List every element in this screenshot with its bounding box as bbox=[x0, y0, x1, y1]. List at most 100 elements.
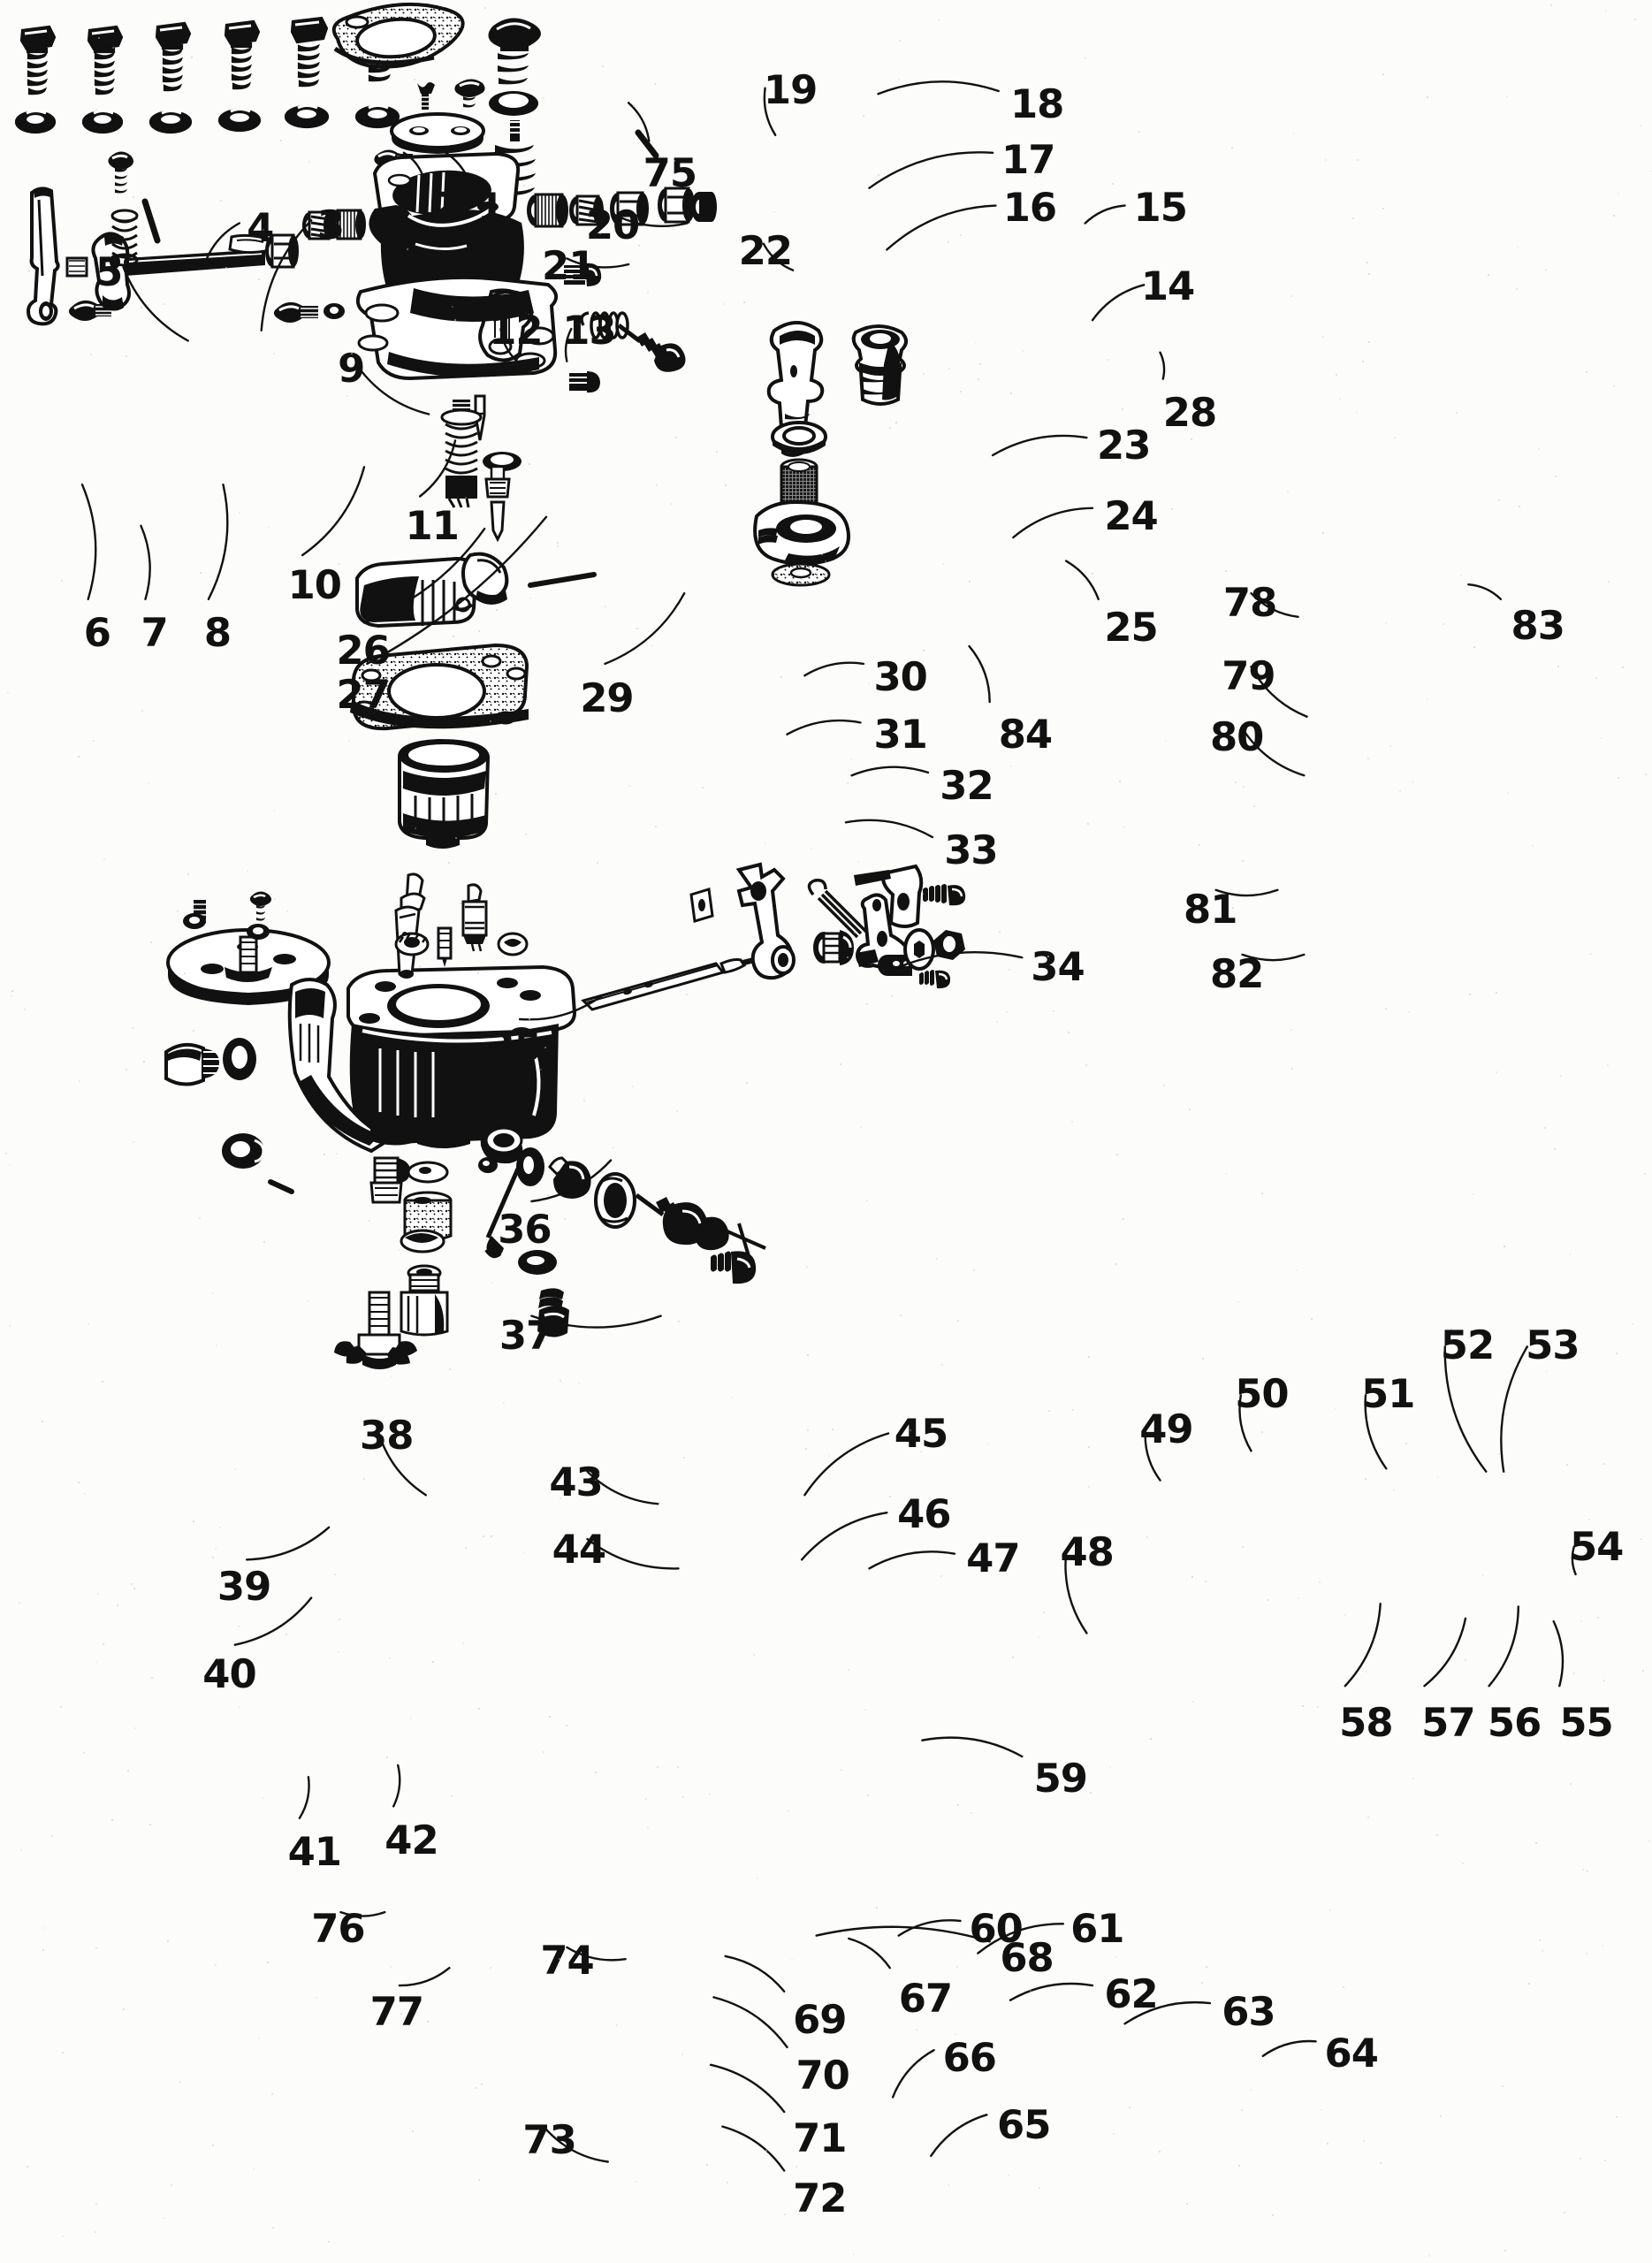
carburetor-fuel-bowl-art bbox=[287, 964, 577, 1164]
callout-number-18: 18 bbox=[1009, 80, 1064, 128]
paper-speck bbox=[1115, 1263, 1117, 1265]
paper-speck bbox=[686, 994, 688, 995]
paper-speck bbox=[164, 2217, 165, 2219]
paper-speck bbox=[1090, 1792, 1092, 1794]
paper-speck bbox=[60, 1706, 62, 1708]
paper-speck bbox=[832, 1429, 834, 1430]
paper-speck bbox=[1068, 1032, 1070, 1033]
paper-speck bbox=[1356, 412, 1358, 414]
paper-speck bbox=[216, 1345, 217, 1346]
paper-speck bbox=[683, 1457, 685, 1459]
paper-speck bbox=[784, 2213, 786, 2215]
paper-speck bbox=[1159, 2151, 1161, 2153]
paper-speck bbox=[1535, 1842, 1537, 1844]
paper-speck bbox=[132, 1027, 133, 1029]
paper-speck bbox=[273, 353, 275, 354]
paper-speck bbox=[123, 2008, 125, 2010]
paper-speck bbox=[219, 1527, 221, 1528]
paper-speck bbox=[891, 995, 893, 997]
callout-number-1: 1 bbox=[476, 183, 505, 231]
paper-speck bbox=[167, 1940, 169, 1942]
paper-speck bbox=[948, 368, 950, 370]
paper-speck bbox=[1412, 781, 1413, 783]
paper-speck bbox=[1225, 1173, 1227, 1175]
paper-speck bbox=[1287, 491, 1289, 492]
paper-speck bbox=[126, 1069, 127, 1071]
paper-speck bbox=[386, 1756, 388, 1758]
paper-speck bbox=[440, 941, 442, 943]
callout-number-70: 70 bbox=[796, 2051, 849, 2099]
callout-number-8: 8 bbox=[203, 609, 232, 657]
paper-speck bbox=[389, 1657, 391, 1659]
callout-number-62: 62 bbox=[1104, 1970, 1158, 2018]
paper-speck bbox=[898, 79, 900, 80]
paper-speck bbox=[674, 160, 675, 162]
paper-speck bbox=[1290, 1029, 1292, 1031]
callout-number-4: 4 bbox=[247, 203, 274, 251]
callout-number-84: 84 bbox=[998, 711, 1053, 758]
paper-speck bbox=[1566, 1464, 1568, 1466]
callout-number-24: 24 bbox=[1104, 491, 1158, 539]
paper-speck bbox=[955, 2033, 956, 2035]
paper-speck bbox=[484, 7, 486, 9]
callout-number-32: 32 bbox=[940, 762, 993, 810]
callout-number-43: 43 bbox=[549, 1458, 603, 1505]
paper-speck bbox=[1440, 2115, 1442, 2117]
callout-number-40: 40 bbox=[202, 1650, 256, 1698]
paper-speck bbox=[549, 1716, 551, 1718]
paper-speck bbox=[163, 303, 164, 305]
paper-speck bbox=[1605, 10, 1607, 11]
paper-speck bbox=[334, 1573, 336, 1575]
paper-speck bbox=[1507, 792, 1509, 794]
paper-speck bbox=[62, 2052, 64, 2053]
paper-speck bbox=[1618, 777, 1619, 779]
callout-number-37: 37 bbox=[499, 1311, 553, 1359]
paper-speck bbox=[1088, 1446, 1090, 1448]
paper-speck bbox=[448, 862, 450, 864]
callout-number-22: 22 bbox=[738, 227, 793, 275]
paper-speck bbox=[923, 373, 925, 375]
callout-number-49: 49 bbox=[1139, 1405, 1193, 1452]
paper-speck bbox=[95, 2203, 97, 2205]
paper-speck bbox=[369, 1220, 370, 1222]
paper-speck bbox=[534, 580, 536, 582]
paper-speck bbox=[239, 512, 240, 514]
paper-speck bbox=[670, 503, 672, 505]
paper-speck bbox=[103, 858, 105, 860]
paper-speck bbox=[1437, 1476, 1439, 1478]
paper-speck bbox=[743, 301, 745, 303]
paper-speck bbox=[272, 2227, 274, 2229]
paper-speck bbox=[723, 303, 725, 305]
bowl-bottom-hardware-art bbox=[164, 1038, 453, 1369]
paper-speck bbox=[1340, 1730, 1342, 1732]
paper-speck bbox=[103, 1643, 104, 1645]
paper-speck bbox=[1333, 2069, 1335, 2070]
paper-speck bbox=[11, 990, 13, 992]
paper-speck bbox=[1588, 1519, 1590, 1520]
paper-speck bbox=[346, 395, 348, 397]
paper-speck bbox=[866, 1003, 868, 1005]
paper-speck bbox=[788, 1810, 789, 1812]
paper-speck bbox=[7, 692, 9, 694]
paper-speck bbox=[676, 1110, 678, 1112]
paper-speck bbox=[978, 378, 979, 380]
callout-number-19: 19 bbox=[763, 65, 818, 113]
paper-speck bbox=[1368, 273, 1370, 275]
paper-speck bbox=[1601, 737, 1603, 739]
paper-speck bbox=[481, 2084, 483, 2085]
paper-speck bbox=[1296, 1269, 1298, 1271]
paper-speck bbox=[547, 1194, 549, 1196]
callout-number-15: 15 bbox=[1133, 183, 1188, 231]
paper-speck bbox=[1191, 438, 1192, 440]
paper-speck bbox=[969, 581, 971, 583]
paper-speck bbox=[1573, 1672, 1575, 1674]
paper-speck bbox=[478, 630, 480, 632]
paper-speck bbox=[1192, 1701, 1194, 1703]
paper-speck bbox=[1319, 1581, 1321, 1583]
paper-speck bbox=[483, 469, 484, 471]
paper-speck bbox=[956, 1966, 958, 1968]
paper-speck bbox=[24, 1009, 26, 1010]
paper-speck bbox=[853, 2253, 855, 2255]
callout-number-17: 17 bbox=[1001, 136, 1055, 184]
paper-speck bbox=[5, 1153, 7, 1154]
